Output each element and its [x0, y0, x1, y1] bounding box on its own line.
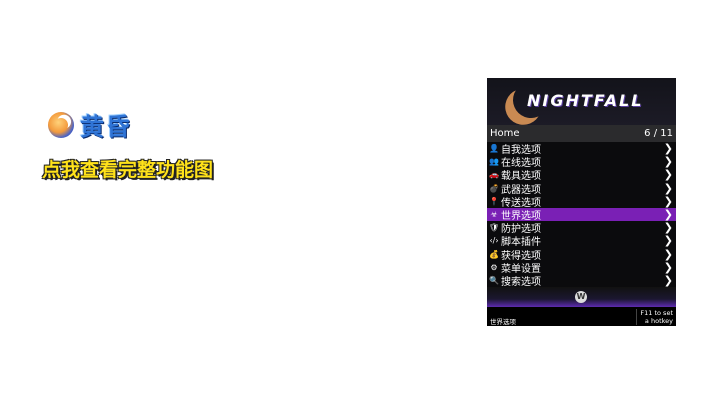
menu-item-label: 获得选项 — [501, 250, 541, 262]
code-icon: ‹/› — [489, 236, 499, 246]
selected-item-description: 世界选项 — [490, 318, 516, 326]
emblem-icon: W — [575, 291, 587, 304]
person-icon: 👤 — [489, 144, 499, 154]
menu-item-label: 脚本插件 — [501, 237, 541, 249]
menu-item-label: 菜单设置 — [501, 263, 541, 275]
menu-item-vehicle[interactable]: 🚗载具选项 ❯ — [487, 168, 676, 183]
chevron-right-icon: ❯ — [663, 168, 673, 182]
dusk-logo-icon — [48, 111, 74, 138]
gear-icon: ⚙ — [490, 262, 498, 272]
menu-title: Home — [490, 128, 520, 139]
menu-item-label: 搜索选项 — [501, 276, 541, 288]
money-bag-icon: 💰 — [489, 249, 499, 259]
menu-list: 👤自我选项 ❯ 👥在线选项 ❯ 🚗载具选项 ❯ 💣武器选项 ❯ 📍传送选项 ❯ ☣世界选项… — [487, 142, 676, 288]
menu-banner: NIGHTFALL — [487, 78, 676, 125]
menu-item-self[interactable]: 👤自我选项 ❯ — [487, 142, 676, 157]
brand-name: 黄昏 — [80, 113, 132, 141]
chevron-right-icon: ❯ — [663, 194, 673, 208]
chevron-right-icon: ❯ — [663, 155, 673, 169]
shield-icon: 🛡 — [489, 223, 500, 233]
menu-item-label: 武器选项 — [501, 184, 541, 196]
chevron-right-icon: ❯ — [663, 234, 673, 248]
chevron-right-icon: ❯ — [663, 181, 673, 195]
chevron-right-icon: ❯ — [663, 260, 673, 274]
menu-item-label: 防护选项 — [501, 224, 541, 236]
group-icon: 👥 — [489, 157, 499, 167]
hotkey-hint-line2: a hotkey — [644, 317, 673, 326]
search-icon: 🔍 — [489, 275, 499, 285]
location-pin-icon: 📍 — [489, 196, 499, 206]
view-full-feature-map-link[interactable]: 点我查看完整功能图 — [42, 159, 214, 181]
menu-item-teleport[interactable]: 📍传送选项 ❯ — [487, 194, 676, 209]
brand: 黄昏 — [48, 107, 132, 142]
menu-footer: 世界选项 F11 to set a hotkey — [487, 307, 676, 326]
chevron-right-icon: ❯ — [663, 207, 673, 221]
menu-item-obtain[interactable]: 💰获得选项 ❯ — [487, 247, 676, 262]
car-icon: 🚗 — [489, 170, 499, 180]
menu-title-bar: Home 6 / 11 — [487, 125, 676, 142]
menu-item-search[interactable]: 🔍搜索选项 ❯ — [487, 273, 676, 288]
biohazard-icon: ☣ — [490, 210, 498, 220]
page-indicator: 6 / 11 — [644, 128, 673, 139]
menu-item-online[interactable]: 👥在线选项 ❯ — [487, 155, 676, 170]
menu-item-weapon[interactable]: 💣武器选项 ❯ — [487, 181, 676, 196]
menu-item-settings[interactable]: ⚙菜单设置 ❯ — [487, 260, 676, 275]
chevron-right-icon: ❯ — [663, 221, 673, 235]
menu-item-scripts[interactable]: ‹/›脚本插件 ❯ — [487, 234, 676, 249]
menu-item-label: 自我选项 — [501, 145, 541, 157]
menu-item-label: 载具选项 — [501, 171, 541, 183]
menu-item-label: 世界选项 — [501, 211, 541, 223]
menu-item-protection[interactable]: 🛡防护选项 ❯ — [487, 221, 676, 236]
menu-bottom-scene: W — [487, 287, 676, 308]
hotkey-hint-line1: F11 to set — [640, 309, 673, 318]
menu-item-label: 传送选项 — [501, 197, 541, 209]
menu-item-world[interactable]: ☣世界选项 ❯ — [487, 207, 676, 223]
bomb-icon: 💣 — [489, 183, 499, 193]
chevron-right-icon: ❯ — [663, 273, 673, 287]
chevron-right-icon: ❯ — [663, 142, 673, 155]
menu-logo-text: NIGHTFALL — [527, 91, 644, 110]
menu-item-label: 在线选项 — [501, 158, 541, 170]
chevron-right-icon: ❯ — [663, 247, 673, 261]
mod-menu-panel: NIGHTFALL Home 6 / 11 👤自我选项 ❯ 👥在线选项 ❯ 🚗载具选… — [487, 78, 676, 326]
hotkey-hint: F11 to set a hotkey — [636, 309, 673, 326]
